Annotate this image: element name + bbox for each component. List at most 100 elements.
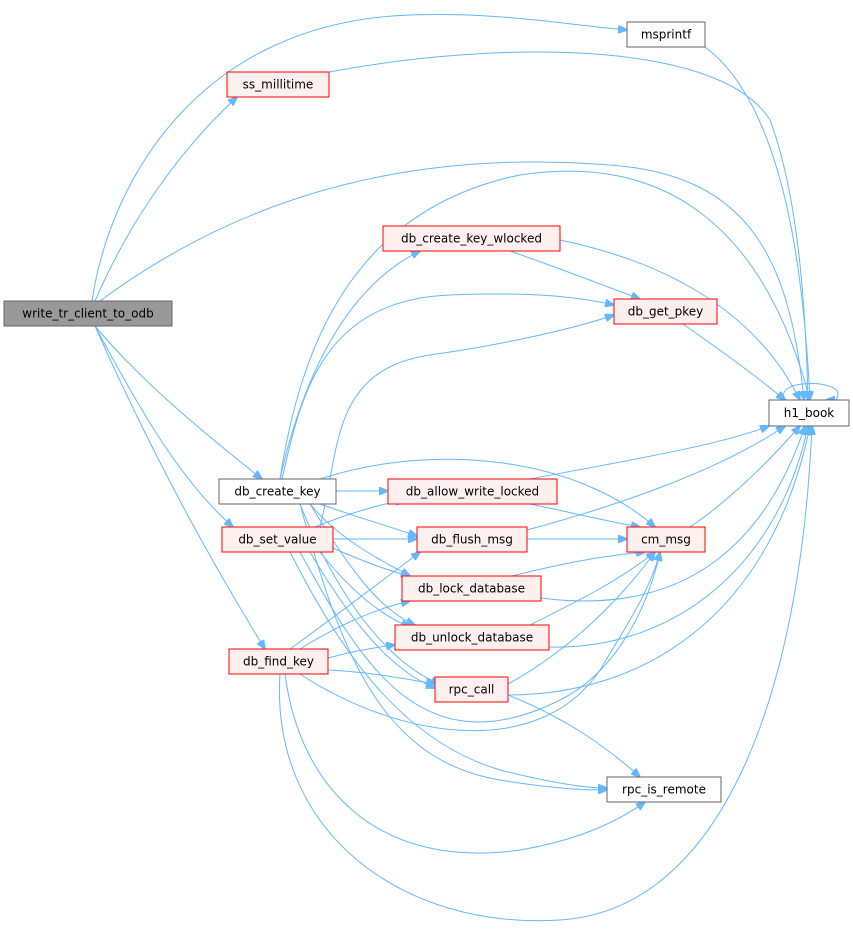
edge-write_tr_client_to_odb-to-ss_millitime bbox=[94, 97, 237, 302]
edge-line bbox=[91, 14, 627, 302]
edge-rpc_call-to-h1_book bbox=[507, 426, 810, 696]
node-label: msprintf bbox=[641, 28, 692, 42]
node-db-lock-database[interactable]: db_lock_database bbox=[401, 575, 542, 602]
node-db-allow-write-locked[interactable]: db_allow_write_locked bbox=[387, 478, 558, 505]
edge-db_create_key-to-cm_msg bbox=[319, 458, 655, 527]
edge-line bbox=[526, 426, 785, 531]
node-db-create-key[interactable]: db_create_key bbox=[218, 478, 337, 505]
node-label: h1_book bbox=[784, 406, 835, 420]
edge-line bbox=[327, 669, 435, 684]
node-box bbox=[606, 776, 722, 803]
edge-db_create_key-to-db_get_pkey bbox=[281, 293, 614, 480]
edge-db_find_key-to-db_unlock_database bbox=[327, 645, 395, 659]
node-cm-msg[interactable]: cm_msg bbox=[626, 526, 706, 553]
node-write-tr-client-to-odb[interactable]: write_tr_client_to_odb bbox=[3, 300, 173, 327]
edge-db_lock_database-to-h1_book bbox=[540, 426, 805, 602]
edge-line bbox=[548, 426, 808, 648]
edge-write_tr_client_to_odb-to-h1_book bbox=[99, 161, 804, 400]
edge-write_tr_client_to_odb-to-db_set_value bbox=[94, 325, 233, 527]
node-label: db_find_key bbox=[243, 655, 314, 669]
edge-line bbox=[507, 426, 810, 696]
edge-line bbox=[319, 551, 410, 627]
edge-line bbox=[529, 552, 655, 626]
edge-db_unlock_database-to-h1_book bbox=[548, 426, 808, 648]
node-rpc-call[interactable]: rpc_call bbox=[434, 676, 509, 703]
edge-line bbox=[507, 694, 640, 777]
node-msprintf[interactable]: msprintf bbox=[626, 21, 706, 48]
edge-db_unlock_database-to-cm_msg bbox=[529, 552, 655, 626]
edge-db_create_key_wlocked-to-db_get_pkey bbox=[509, 250, 640, 299]
edge-line bbox=[319, 315, 614, 528]
node-box bbox=[228, 648, 329, 675]
edge-line bbox=[540, 426, 805, 602]
edge-line bbox=[319, 458, 655, 527]
node-label: rpc_call bbox=[449, 683, 495, 697]
edge-db_get_pkey-to-h1_book bbox=[682, 323, 785, 400]
edge-line bbox=[284, 673, 645, 854]
edge-line bbox=[704, 46, 810, 400]
edge-ss_millitime-to-h1_book bbox=[328, 51, 808, 400]
edge-db_create_key-to-db_create_key_wlocked bbox=[279, 251, 420, 480]
node-db-flush-msg[interactable]: db_flush_msg bbox=[416, 526, 528, 553]
edge-rpc_call-to-cm_msg bbox=[507, 552, 655, 685]
edge-line bbox=[94, 97, 237, 302]
edge-db_lock_database-to-cm_msg bbox=[511, 552, 645, 577]
node-db-create-key-wlocked[interactable]: db_create_key_wlocked bbox=[382, 225, 561, 252]
edge-line bbox=[689, 426, 800, 528]
edge-line bbox=[94, 325, 265, 649]
node-box bbox=[434, 676, 509, 703]
edge-line bbox=[507, 552, 655, 685]
edge-line bbox=[289, 551, 607, 788]
node-box bbox=[613, 298, 718, 325]
edge-db_create_key-to-h1_book bbox=[279, 170, 810, 480]
node-box bbox=[401, 575, 542, 602]
node-label: write_tr_client_to_odb bbox=[22, 307, 153, 321]
edge-line bbox=[309, 503, 410, 576]
edge-line bbox=[289, 552, 420, 650]
node-label: cm_msg bbox=[641, 533, 691, 547]
node-box bbox=[768, 399, 850, 427]
node-h1-book[interactable]: h1_book bbox=[768, 399, 850, 427]
edge-line bbox=[281, 293, 614, 480]
edge-line bbox=[299, 552, 660, 732]
edge-db_set_value-to-rpc_is_remote bbox=[289, 551, 607, 788]
edge-write_tr_client_to_odb-to-db_find_key bbox=[94, 325, 265, 649]
edge-line bbox=[299, 503, 607, 790]
node-db-get-pkey[interactable]: db_get_pkey bbox=[613, 298, 718, 325]
edge-db_find_key-to-db_lock_database bbox=[299, 601, 410, 650]
edge-line bbox=[299, 552, 660, 723]
edge-write_tr_client_to_odb-to-msprintf bbox=[91, 14, 627, 302]
node-db-find-key[interactable]: db_find_key bbox=[228, 648, 329, 675]
node-label: db_create_key_wlocked bbox=[401, 232, 542, 246]
node-db-set-value[interactable]: db_set_value bbox=[221, 526, 334, 553]
edge-db_allow_write_locked-to-h1_book bbox=[529, 426, 769, 480]
edge-line bbox=[511, 552, 645, 577]
edge-h1_book-to-h1_book bbox=[783, 383, 839, 402]
edge-db_find_key-to-cm_msg bbox=[299, 552, 660, 732]
node-ss-millitime[interactable]: ss_millitime bbox=[226, 71, 330, 98]
node-label: db_set_value bbox=[238, 533, 316, 547]
node-label: db_flush_msg bbox=[431, 533, 513, 547]
edge-db_create_key-to-db_lock_database bbox=[309, 503, 410, 576]
node-box bbox=[394, 624, 550, 651]
edge-line bbox=[529, 426, 769, 480]
node-db-unlock-database[interactable]: db_unlock_database bbox=[394, 624, 550, 651]
edge-db_find_key-to-rpc_is_remote bbox=[284, 673, 645, 854]
node-box bbox=[626, 526, 706, 553]
edge-db_find_key-to-h1_book bbox=[278, 426, 812, 922]
edge-rpc_call-to-rpc_is_remote bbox=[507, 694, 640, 777]
edge-line bbox=[332, 547, 410, 576]
node-rpc-is-remote[interactable]: rpc_is_remote bbox=[606, 776, 722, 803]
node-label: db_allow_write_locked bbox=[406, 485, 539, 499]
edge-db_set_value-to-db_get_pkey bbox=[319, 315, 614, 528]
edge-line bbox=[319, 503, 417, 536]
edge-db_set_value-to-rpc_call bbox=[309, 551, 435, 688]
node-label: ss_millitime bbox=[243, 78, 314, 92]
node-box bbox=[218, 478, 337, 505]
edge-line bbox=[299, 601, 410, 650]
edge-line bbox=[327, 645, 395, 659]
node-box bbox=[382, 225, 561, 252]
edge-line bbox=[328, 51, 808, 400]
edge-db_find_key-to-db_flush_msg bbox=[289, 552, 420, 650]
edge-line bbox=[529, 503, 640, 527]
